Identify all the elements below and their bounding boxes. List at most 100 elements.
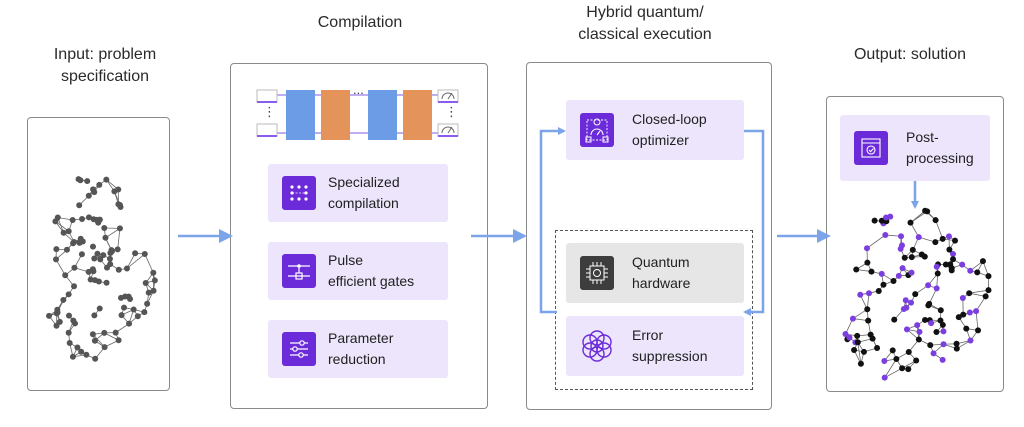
graph-node <box>908 269 915 276</box>
graph-node <box>933 263 940 270</box>
graph-node <box>91 312 98 319</box>
pulse-gate-icon <box>282 254 316 288</box>
graph-node <box>53 246 60 253</box>
graph-node <box>871 217 878 224</box>
graph-node <box>974 269 981 276</box>
graph-node <box>942 261 949 268</box>
graph-node <box>979 258 986 265</box>
graph-node <box>150 287 157 294</box>
dot-grid-icon <box>282 176 316 210</box>
graph-node <box>84 178 91 185</box>
graph-node <box>151 277 158 284</box>
graph-node <box>914 322 921 329</box>
graph-node <box>905 349 912 356</box>
graph-node <box>899 265 906 272</box>
graph-node <box>115 266 122 273</box>
graph-node <box>70 317 77 324</box>
graph-edge <box>935 220 944 239</box>
graph-node <box>867 331 874 338</box>
graph-node <box>132 250 139 257</box>
graph-node <box>79 216 86 223</box>
graph-node <box>966 309 973 316</box>
meter-icon <box>441 92 455 100</box>
output-graph <box>842 207 992 381</box>
graph-edge <box>144 253 154 273</box>
graph-node <box>925 302 932 309</box>
graph-node <box>908 299 915 306</box>
gate-block <box>368 90 397 140</box>
graph-node <box>74 344 81 351</box>
graph-node <box>878 270 885 277</box>
gate-block <box>286 90 315 140</box>
graph-node <box>922 207 929 214</box>
post-processing-card: Post- processing <box>840 115 990 181</box>
graph-node <box>112 329 119 336</box>
graph-node <box>71 264 78 271</box>
graph-node <box>959 294 966 301</box>
pulse-efficient-gates-label: Pulse efficient gates <box>328 252 415 289</box>
graph-node <box>907 219 914 226</box>
graph-node <box>76 202 83 209</box>
graph-node <box>89 243 96 250</box>
graph-node <box>114 246 121 253</box>
chip-icon <box>580 256 614 290</box>
parameter-reduction-label: Parameter reduction <box>328 330 394 367</box>
graph-node <box>864 259 871 266</box>
graph-node <box>915 234 922 241</box>
graph-node <box>932 239 939 246</box>
graph-node <box>69 216 76 223</box>
graph-node <box>880 281 887 288</box>
quantum-circuit <box>256 89 459 140</box>
graph-node <box>842 331 849 338</box>
graph-node <box>878 217 885 224</box>
graph-node <box>854 339 861 346</box>
checked-window-icon <box>854 131 888 165</box>
graph-node <box>864 306 871 313</box>
graph-node <box>101 329 108 336</box>
specialized-compilation-label: Specialized compilation <box>328 174 400 211</box>
gate-block <box>403 90 432 140</box>
graph-node <box>928 320 935 327</box>
graph-node <box>922 316 929 323</box>
graph-node <box>937 317 944 324</box>
graph-edge <box>117 228 121 250</box>
graph-node <box>92 355 99 362</box>
graph-node <box>107 261 114 268</box>
graph-node <box>982 293 989 300</box>
graph-node <box>106 255 113 262</box>
graph-node <box>126 320 133 327</box>
graph-node <box>927 342 934 349</box>
graph-node <box>65 329 72 336</box>
graph-node <box>85 268 92 275</box>
graph-node <box>97 256 104 263</box>
graph-node <box>960 311 967 318</box>
graph-node <box>902 297 909 304</box>
graph-node <box>915 336 922 343</box>
graph-node <box>78 251 85 258</box>
graph-node <box>145 289 152 296</box>
graph-node <box>939 235 946 242</box>
graph-node <box>955 314 962 321</box>
gate-block <box>321 90 350 140</box>
graph-node <box>913 357 920 364</box>
graph-node <box>933 285 940 292</box>
graph-node <box>71 239 78 246</box>
graph-node <box>111 188 118 195</box>
graph-node <box>853 266 860 273</box>
graph-node <box>60 229 67 236</box>
graph-node <box>985 273 992 280</box>
closed-loop-optimizer-card: Closed-loop optimizer <box>566 100 744 160</box>
loop-arrow-right <box>743 129 765 316</box>
graph-node <box>851 347 858 354</box>
quantum-hardware-card: Quantum hardware <box>566 243 744 303</box>
graph-edge <box>866 234 886 249</box>
graph-node <box>909 246 916 253</box>
graph-node <box>930 350 937 357</box>
graph-node <box>857 291 864 298</box>
graph-node <box>875 288 882 295</box>
loop-arrow-left <box>539 127 566 314</box>
graph-node <box>874 344 881 351</box>
graph-node <box>117 204 124 211</box>
graph-node <box>940 341 947 348</box>
graph-node <box>937 307 944 314</box>
